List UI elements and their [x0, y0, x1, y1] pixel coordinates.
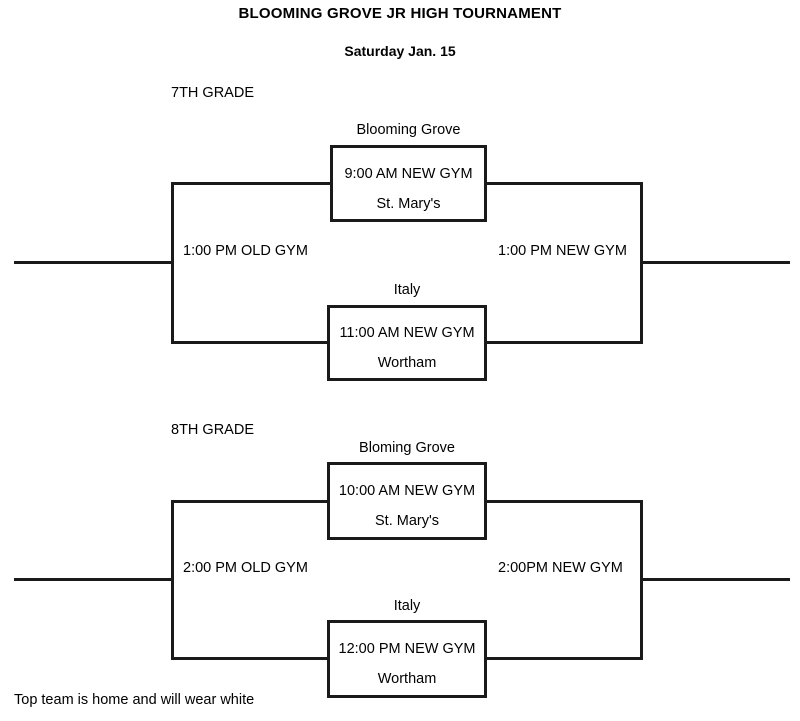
tournament-date: Saturday Jan. 15 [344, 43, 456, 59]
game-box-8th-game1[interactable]: 10:00 AM NEW GYM St. Mary's [327, 462, 487, 540]
bracket-line-8th-left-top [171, 500, 327, 503]
team-name-7th-game1-bottom: St. Mary's [376, 196, 441, 212]
page-title: BLOOMING GROVE JR HIGH TOURNAMENT [238, 5, 562, 22]
game-time-8th-game1: 10:00 AM NEW GYM [338, 483, 476, 499]
round-label-8th-final: 2:00PM NEW GYM [498, 560, 623, 576]
round-label-8th-semifinal: 2:00 PM OLD GYM [183, 560, 308, 576]
team-name-7th-game2-top: Italy [393, 282, 421, 298]
game-time-7th-game1: 9:00 AM NEW GYM [344, 166, 473, 182]
game-box-8th-game2[interactable]: 12:00 PM NEW GYM Wortham [327, 620, 487, 698]
grade-label-7th: 7TH GRADE [171, 85, 254, 101]
bracket-line-7th-left-bottom [171, 341, 327, 344]
bracket-line-8th-left-bottom [171, 657, 327, 660]
team-name-8th-game2-top: Italy [393, 598, 421, 614]
bracket-line-8th-right-top [487, 500, 643, 503]
game-box-7th-game1[interactable]: 9:00 AM NEW GYM St. Mary's [330, 145, 487, 222]
team-name-8th-game2-bottom: Wortham [377, 671, 437, 687]
bracket-line-7th-champion [640, 261, 790, 264]
grade-label-8th: 8TH GRADE [171, 422, 254, 438]
bracket-line-8th-right-bottom [487, 657, 643, 660]
team-name-8th-game1-top: Bloming Grove [359, 440, 455, 456]
round-label-7th-final: 1:00 PM NEW GYM [498, 243, 627, 259]
bracket-line-7th-right-bottom [487, 341, 643, 344]
round-label-7th-semifinal: 1:00 PM OLD GYM [183, 243, 308, 259]
bracket-line-8th-champion [640, 578, 790, 581]
game-box-7th-game2[interactable]: 11:00 AM NEW GYM Wortham [327, 305, 487, 381]
team-name-8th-game1-bottom: St. Mary's [375, 513, 439, 529]
footer-note: Top team is home and will wear white [14, 692, 255, 708]
bracket-line-7th-right-top [487, 182, 643, 185]
bracket-line-7th-left-top [171, 182, 330, 185]
game-time-7th-game2: 11:00 AM NEW GYM [339, 325, 475, 341]
bracket-line-8th-left-stub [14, 578, 174, 581]
team-name-7th-game1-top: Blooming Grove [356, 122, 461, 138]
bracket-line-7th-left-stub [14, 261, 174, 264]
game-time-8th-game2: 12:00 PM NEW GYM [338, 641, 476, 657]
team-name-7th-game2-bottom: Wortham [377, 355, 437, 371]
